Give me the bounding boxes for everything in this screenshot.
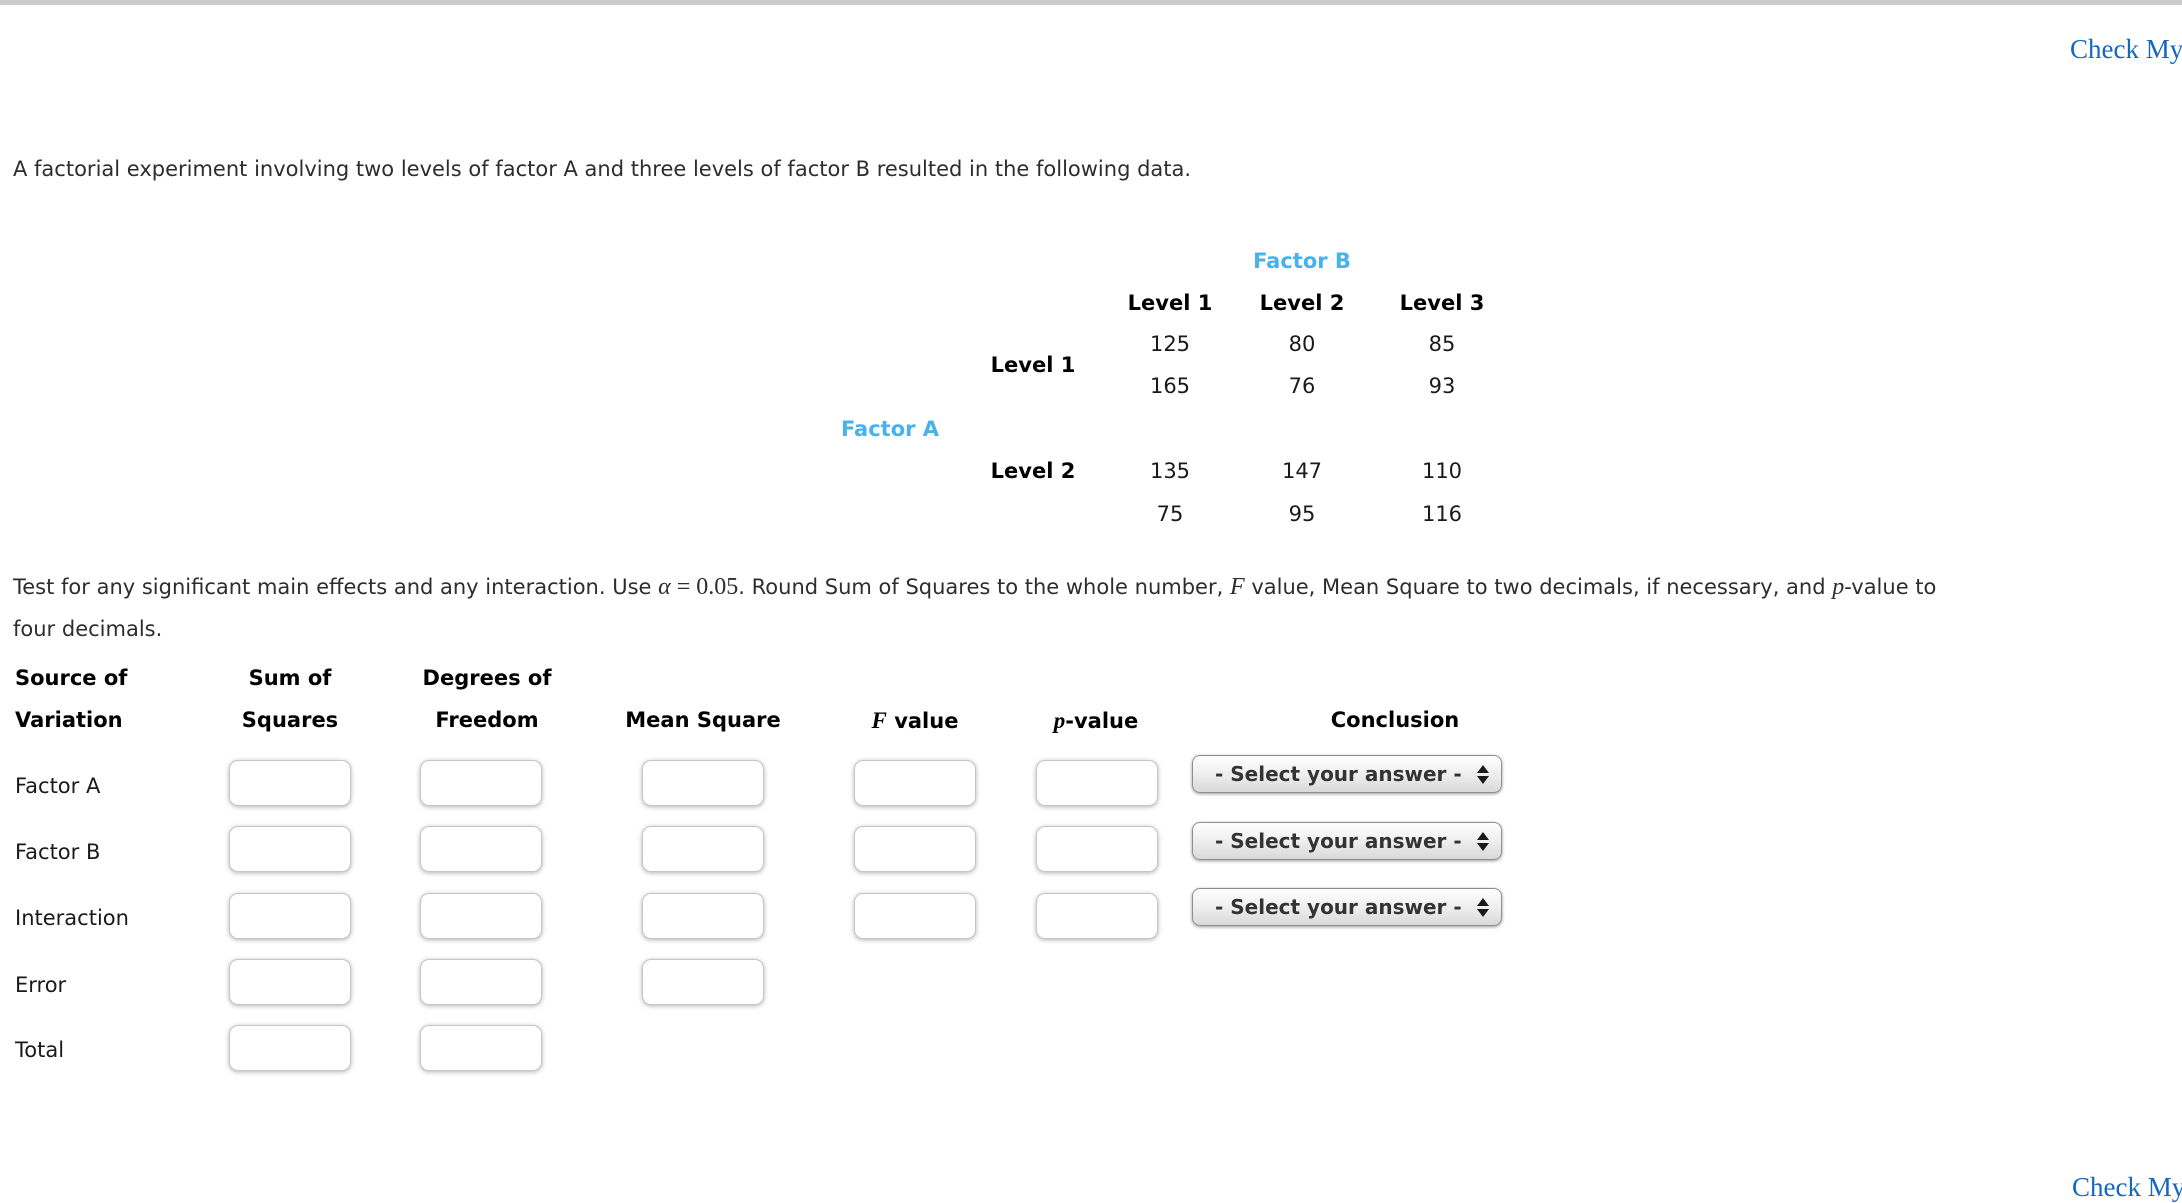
data-cell: 165 [1149,374,1191,398]
header-source-of-variation: Variation [15,708,123,732]
input-factor-a-p-value[interactable] [1036,760,1158,806]
f-symbol: F [871,708,887,733]
data-cell: 93 [1428,374,1456,398]
data-cell: 110 [1421,459,1463,483]
header-degrees-of-freedom: Degrees of [422,666,552,690]
p-symbol: p [1832,574,1845,600]
instruction-line-1: Test for any significant main effects an… [13,574,1936,601]
input-error-sum-of-squares[interactable] [229,959,351,1005]
factor-a-label: Factor A [840,417,940,441]
instruction-text: value, Mean Square to two decimals, if n… [1244,575,1833,599]
data-cell: 76 [1288,374,1316,398]
input-interaction-f-value[interactable] [854,893,976,939]
input-interaction-mean-square[interactable] [642,893,764,939]
input-error-mean-square[interactable] [642,959,764,1005]
input-total-degrees-of-freedom[interactable] [420,1025,542,1071]
input-factor-b-mean-square[interactable] [642,826,764,872]
header-f-value-text: value [886,709,959,733]
equals-sign: = [670,574,697,600]
conclusion-select-factor-a[interactable]: - Select your answer - [1192,755,1502,793]
row-label-error: Error [15,973,67,997]
data-cell: 135 [1149,459,1191,483]
header-sum-of-squares: Sum of [248,666,332,690]
header-source-of-variation: Source of [15,666,128,690]
input-factor-a-degrees-of-freedom[interactable] [420,760,542,806]
instruction-line-2: four decimals. [13,617,163,641]
check-my-work-link[interactable]: Check My Work [2070,34,2182,64]
select-label: - Select your answer - [1215,895,1462,919]
row-header-level-1: Level 1 [990,353,1076,377]
header-degrees-of-freedom: Freedom [435,708,539,732]
input-interaction-degrees-of-freedom[interactable] [420,893,542,939]
row-label-interaction: Interaction [15,906,129,930]
header-conclusion: Conclusion [1330,708,1460,732]
col-header-level-1: Level 1 [1127,291,1213,315]
data-cell: 85 [1428,332,1456,356]
instruction-text: . Round Sum of Squares to the whole numb… [738,575,1230,599]
select-spinner-icon [1477,831,1489,851]
input-factor-a-f-value[interactable] [854,760,976,806]
input-total-sum-of-squares[interactable] [229,1025,351,1071]
instruction-text: Test for any significant main effects an… [13,575,659,599]
input-factor-b-degrees-of-freedom[interactable] [420,826,542,872]
alpha-value: 0.05 [696,574,739,600]
input-factor-a-mean-square[interactable] [642,760,764,806]
p-symbol: p [1053,708,1066,733]
alpha-symbol: α [658,574,671,600]
select-label: - Select your answer - [1215,829,1462,853]
col-header-level-2: Level 2 [1259,291,1345,315]
select-label: - Select your answer - [1215,762,1462,786]
header-f-value: F value [872,708,959,734]
input-factor-a-sum-of-squares[interactable] [229,760,351,806]
header-mean-square: Mean Square [625,708,781,732]
row-header-level-2: Level 2 [990,459,1076,483]
input-factor-b-p-value[interactable] [1036,826,1158,872]
instruction-text: -value to [1844,575,1937,599]
row-label-factor-a: Factor A [15,774,101,798]
data-cell: 75 [1156,502,1184,526]
input-interaction-sum-of-squares[interactable] [229,893,351,939]
row-label-factor-b: Factor B [15,840,101,864]
data-cell: 95 [1288,502,1316,526]
header-p-value: p-value [1054,708,1138,734]
conclusion-select-factor-b[interactable]: - Select your answer - [1192,822,1502,860]
col-header-level-3: Level 3 [1399,291,1485,315]
data-cell: 125 [1149,332,1191,356]
input-factor-b-sum-of-squares[interactable] [229,826,351,872]
check-my-work-link-bottom[interactable]: Check My Work [2072,1172,2182,1202]
header-p-value-text: -value [1065,709,1139,733]
input-error-degrees-of-freedom[interactable] [420,959,542,1005]
header-sum-of-squares: Squares [241,708,339,732]
data-cell: 116 [1421,502,1463,526]
select-spinner-icon [1477,764,1489,784]
top-divider [0,0,2182,5]
f-symbol: F [1229,574,1245,600]
conclusion-select-interaction[interactable]: - Select your answer - [1192,888,1502,926]
row-label-total: Total [15,1038,65,1062]
select-spinner-icon [1477,897,1489,917]
factor-b-label: Factor B [1253,249,1351,273]
problem-statement: A factorial experiment involving two lev… [13,157,1192,181]
data-cell: 80 [1288,332,1316,356]
input-factor-b-f-value[interactable] [854,826,976,872]
input-interaction-p-value[interactable] [1036,893,1158,939]
data-cell: 147 [1281,459,1323,483]
